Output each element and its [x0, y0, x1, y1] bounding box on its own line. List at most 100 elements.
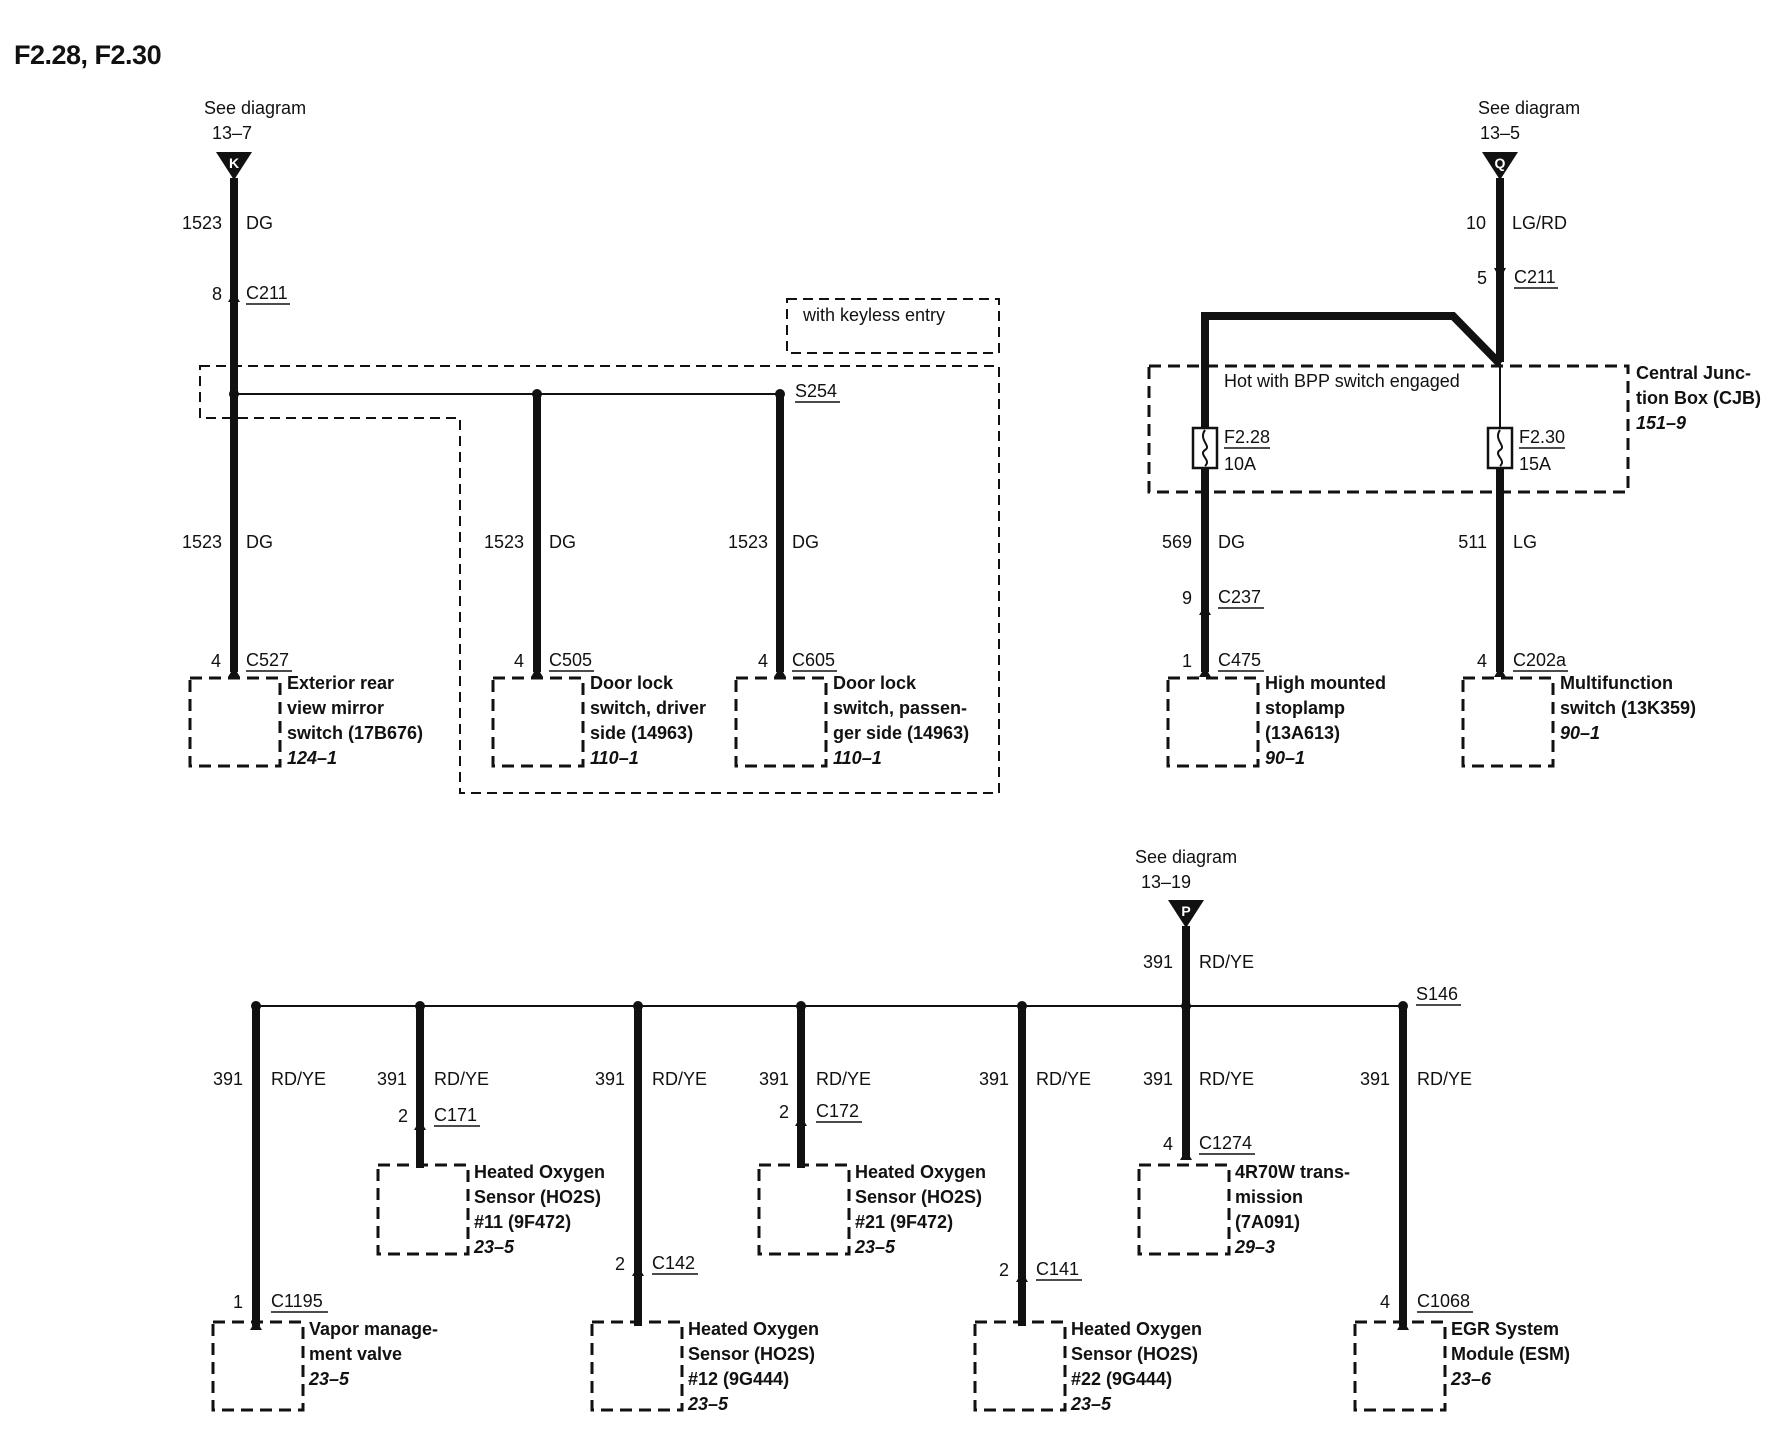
- connector-q-ref: 13–5: [1480, 123, 1520, 143]
- splice-s146: S146: [1416, 984, 1461, 1006]
- svg-text:C475: C475: [1218, 650, 1261, 670]
- connector-p-ref: 13–19: [1141, 872, 1191, 892]
- wire-label-f2-out: 511 LG: [1458, 532, 1537, 552]
- svg-text:switch, driver: switch, driver: [590, 698, 706, 718]
- svg-text:4: 4: [1477, 651, 1487, 671]
- svg-text:ment valve: ment valve: [309, 1344, 402, 1364]
- keyless-entry-box: [786, 298, 1000, 354]
- svg-text:391: 391: [759, 1069, 789, 1089]
- connector-q-see: See diagram: [1478, 98, 1580, 118]
- svg-text:2: 2: [999, 1260, 1009, 1280]
- svg-text:C237: C237: [1218, 587, 1261, 607]
- svg-text:Heated Oxygen: Heated Oxygen: [855, 1162, 986, 1182]
- svg-text:mission: mission: [1235, 1187, 1303, 1207]
- cjb-box: [1147, 364, 1630, 494]
- svg-text:10A: 10A: [1224, 454, 1256, 474]
- component-vapor-management-valve: Vapor manage- ment valve 23–5: [211, 1319, 438, 1412]
- svg-text:switch (13K359): switch (13K359): [1560, 698, 1696, 718]
- svg-text:RD/YE: RD/YE: [816, 1069, 871, 1089]
- pin-c237: 9 C237: [1182, 587, 1264, 615]
- svg-text:Sensor (HO2S): Sensor (HO2S): [855, 1187, 982, 1207]
- component-stoplamp: High mounted stoplamp (13A613) 90–1: [1166, 673, 1386, 768]
- svg-text:1: 1: [233, 1292, 243, 1312]
- svg-text:90–1: 90–1: [1265, 748, 1305, 768]
- svg-text:#12 (9G444): #12 (9G444): [688, 1369, 789, 1389]
- svg-text:DG: DG: [246, 213, 273, 233]
- svg-text:391: 391: [1360, 1069, 1390, 1089]
- component-egr-system-module: EGR System Module (ESM) 23–6: [1353, 1319, 1570, 1412]
- pin-c475: 1 C475: [1182, 650, 1264, 677]
- svg-text:1523: 1523: [182, 213, 222, 233]
- svg-text:4: 4: [1163, 1134, 1173, 1154]
- connector-q: See diagram 13–5 Q: [1478, 98, 1580, 180]
- svg-text:switch, passen-: switch, passen-: [833, 698, 967, 718]
- svg-text:C1068: C1068: [1417, 1291, 1470, 1311]
- splice-s254: S254: [795, 381, 840, 403]
- svg-text:4: 4: [211, 651, 221, 671]
- svg-text:C141: C141: [1036, 1259, 1079, 1279]
- svg-text:23–5: 23–5: [854, 1237, 896, 1257]
- connector-k: See diagram 13–7 K: [204, 98, 306, 180]
- svg-text:(13A613): (13A613): [1265, 723, 1340, 743]
- svg-text:F2.28: F2.28: [1224, 427, 1270, 447]
- svg-text:151–9: 151–9: [1636, 413, 1686, 433]
- pin-c141: 2 C141: [999, 1259, 1082, 1282]
- svg-text:391: 391: [595, 1069, 625, 1089]
- wire-label-p-b2: 391 RD/YE: [377, 1069, 489, 1089]
- svg-text:23–6: 23–6: [1450, 1369, 1492, 1389]
- wire-label-p-top: 391 RD/YE: [1143, 952, 1254, 972]
- fuse-f230: F2.30 15A: [1486, 426, 1565, 474]
- svg-text:RD/YE: RD/YE: [1036, 1069, 1091, 1089]
- svg-text:DG: DG: [1218, 532, 1245, 552]
- svg-text:511: 511: [1458, 532, 1487, 552]
- pin-c142: 2 C142: [615, 1253, 698, 1276]
- svg-text:Module (ESM): Module (ESM): [1451, 1344, 1570, 1364]
- component-ho2s-12: Heated Oxygen Sensor (HO2S) #12 (9G444) …: [590, 1319, 819, 1414]
- svg-text:Vapor manage-: Vapor manage-: [309, 1319, 438, 1339]
- svg-text:DG: DG: [549, 532, 576, 552]
- svg-text:391: 391: [1143, 952, 1173, 972]
- wire-label-k-br2: 1523 DG: [484, 532, 576, 552]
- pin-c1274: 4 C1274: [1163, 1133, 1255, 1160]
- svg-text:23–5: 23–5: [1070, 1394, 1112, 1414]
- svg-text:Sensor (HO2S): Sensor (HO2S): [1071, 1344, 1198, 1364]
- svg-text:Door lock: Door lock: [833, 673, 917, 693]
- svg-text:tion Box (CJB): tion Box (CJB): [1636, 388, 1761, 408]
- wire-label-k-top: 1523 DG: [182, 213, 273, 233]
- svg-text:391: 391: [1143, 1069, 1173, 1089]
- pin-c171: 2 C171: [398, 1105, 480, 1130]
- svg-text:C1274: C1274: [1199, 1133, 1252, 1153]
- pin-c1195: 1 C1195: [233, 1291, 328, 1330]
- svg-text:4: 4: [1380, 1292, 1390, 1312]
- wire-label-k-br3: 1523 DG: [728, 532, 819, 552]
- svg-text:C505: C505: [549, 650, 592, 670]
- keyless-entry-label: with keyless entry: [802, 305, 945, 325]
- connector-p-id: P: [1181, 903, 1190, 919]
- svg-text:C171: C171: [434, 1105, 477, 1125]
- svg-text:1523: 1523: [484, 532, 524, 552]
- wire-label-p-b3: 391 RD/YE: [595, 1069, 707, 1089]
- svg-text:1: 1: [1182, 651, 1192, 671]
- page-title: F2.28, F2.30: [14, 40, 162, 70]
- svg-text:23–5: 23–5: [473, 1237, 515, 1257]
- svg-text:#21 (9F472): #21 (9F472): [855, 1212, 953, 1232]
- wire-label-k-br1: 1523 DG: [182, 532, 273, 552]
- svg-text:switch (17B676): switch (17B676): [287, 723, 423, 743]
- svg-text:Sensor (HO2S): Sensor (HO2S): [474, 1187, 601, 1207]
- wire-label-f1-out: 569 DG: [1162, 532, 1245, 552]
- svg-text:5: 5: [1477, 268, 1487, 288]
- svg-text:23–5: 23–5: [308, 1369, 350, 1389]
- svg-text:#22 (9G444): #22 (9G444): [1071, 1369, 1172, 1389]
- svg-text:EGR System: EGR System: [1451, 1319, 1559, 1339]
- svg-text:4R70W trans-: 4R70W trans-: [1235, 1162, 1350, 1182]
- wire-label-p-b4: 391 RD/YE: [759, 1069, 871, 1089]
- wire-label-p-b5: 391 RD/YE: [979, 1069, 1091, 1089]
- connector-k-see: See diagram: [204, 98, 306, 118]
- svg-text:1523: 1523: [182, 532, 222, 552]
- connector-p-see: See diagram: [1135, 847, 1237, 867]
- pin-c211-k: 8 C211: [212, 283, 290, 305]
- svg-text:LG/RD: LG/RD: [1512, 213, 1567, 233]
- svg-text:29–3: 29–3: [1234, 1237, 1275, 1257]
- bpp-label: Hot with BPP switch engaged: [1224, 371, 1460, 391]
- connector-p: See diagram 13–19 P: [1135, 847, 1237, 928]
